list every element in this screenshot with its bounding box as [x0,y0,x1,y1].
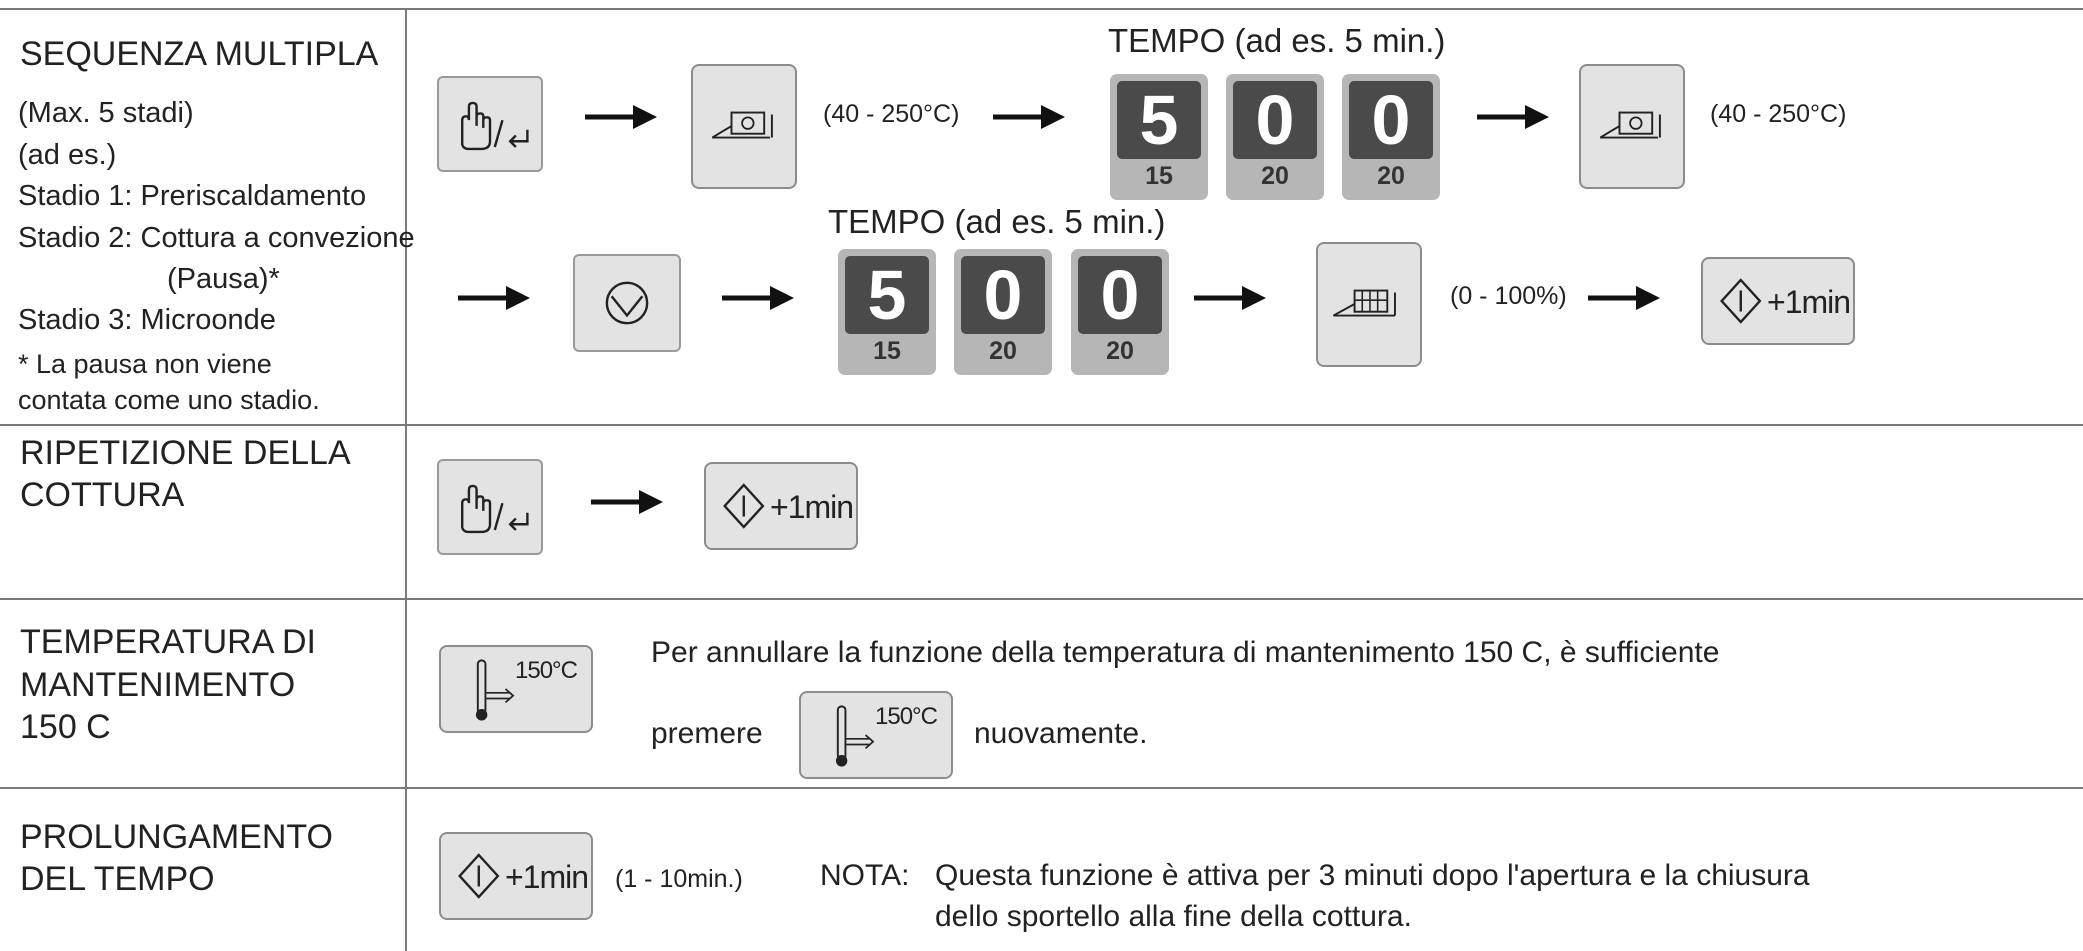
start-plus-1min-key[interactable]: +1min [1701,257,1855,345]
arrow-right-icon [1588,286,1660,310]
digit-sublabel: 15 [873,337,901,365]
line-stage1: Stadio 1: Preriscaldamento [18,180,367,212]
row-title-keepwarm-line3: 150 C [20,708,111,746]
tempo-label-1: TEMPO (ad es. 5 min.) [1108,22,1446,59]
start-key-label: +1min [770,489,854,525]
convection-range-1: (40 - 250°C) [823,100,960,128]
footnote-line2: contata come uno stadio. [18,385,320,415]
note-label: NOTA: [820,859,910,892]
tempo-label-2: TEMPO (ad es. 5 min.) [828,203,1166,240]
start-icon [458,853,500,899]
start-key-label: +1min [505,859,589,895]
hand-return-icon [461,101,529,151]
pause-key[interactable] [573,254,681,352]
digit-value: 5 [1117,81,1201,159]
row-divider [0,598,2083,600]
microwave-range: (0 - 100%) [1450,282,1567,310]
keepwarm-instruction-press: premere [651,717,763,750]
table-top-border [0,8,2083,10]
pause-icon [605,281,649,325]
start-key-label: +1min [1767,284,1851,320]
column-divider [405,8,407,951]
thermometer-icon [475,659,515,721]
row-title-repeat-line1: RIPETIZIONE DELLA [20,434,351,472]
keepwarm-150-key-inline[interactable]: 150°C [799,691,953,779]
start-plus-1min-key[interactable]: +1min [439,832,593,920]
keepwarm-key-label: 150°C [515,657,578,684]
note-line1: Questa funzione è attiva per 3 minuti do… [935,859,1810,892]
hand-return-key[interactable] [437,459,543,555]
digit-value: 0 [1349,81,1433,159]
row-title-keepwarm-line2: MANTENIMENTO [20,666,296,704]
row-divider [0,424,2083,426]
row-title-extend-line2: DEL TEMPO [20,860,215,898]
line-example: (ad es.) [18,139,117,171]
hand-return-icon [461,484,529,534]
start-icon [723,483,765,529]
thermometer-icon [835,705,875,767]
arrow-right-icon [1477,105,1549,129]
note-line2: dello sportello alla fine della cottura. [935,900,1412,933]
keepwarm-instruction-line1: Per annullare la funzione della temperat… [651,636,1720,669]
arrow-right-icon [722,286,794,310]
footnote-line1: * La pausa non viene [18,349,272,379]
extend-range: (1 - 10min.) [615,865,743,893]
keepwarm-key-label: 150°C [875,703,938,730]
keepwarm-instruction-again: nuovamente. [974,717,1148,750]
arrow-right-icon [1194,286,1266,310]
row-title-extend-line1: PROLUNGAMENTO [20,818,333,856]
digit-value: 5 [845,256,929,334]
digit-sublabel: 20 [1377,162,1405,190]
digit-sublabel: 20 [1261,162,1289,190]
convection-key[interactable] [691,64,797,189]
row-divider [0,787,2083,789]
microwave-key[interactable] [1316,242,1422,367]
convection-range-2: (40 - 250°C) [1710,100,1847,128]
arrow-right-icon [585,105,657,129]
line-pause: (Pausa)* [167,263,280,295]
digit-value: 0 [961,256,1045,334]
digit-value: 0 [1078,256,1162,334]
row-title-multiple-sequence: SEQUENZA MULTIPLA [20,35,379,73]
start-icon [1720,278,1762,324]
line-stage3: Stadio 3: Microonde [18,304,276,336]
digit-sublabel: 20 [1106,337,1134,365]
digit-sublabel: 20 [989,337,1017,365]
convection-icon [1599,111,1661,139]
digit-value: 0 [1233,81,1317,159]
arrow-right-icon [993,105,1065,129]
line-max-stages: (Max. 5 stadi) [18,97,194,129]
row-title-repeat-line2: COTTURA [20,476,185,514]
convection-key[interactable] [1579,64,1685,189]
hand-return-key[interactable] [437,76,543,172]
convection-icon [711,111,773,139]
arrow-right-icon [591,490,663,514]
digit-sublabel: 15 [1145,162,1173,190]
keepwarm-150-key[interactable]: 150°C [439,645,593,733]
row-title-keepwarm-line1: TEMPERATURA DI [20,623,316,661]
start-plus-1min-key[interactable]: +1min [704,462,858,550]
microwave-icon [1332,289,1396,317]
arrow-right-icon [458,286,530,310]
line-stage2: Stadio 2: Cottura a convezione [18,222,415,254]
